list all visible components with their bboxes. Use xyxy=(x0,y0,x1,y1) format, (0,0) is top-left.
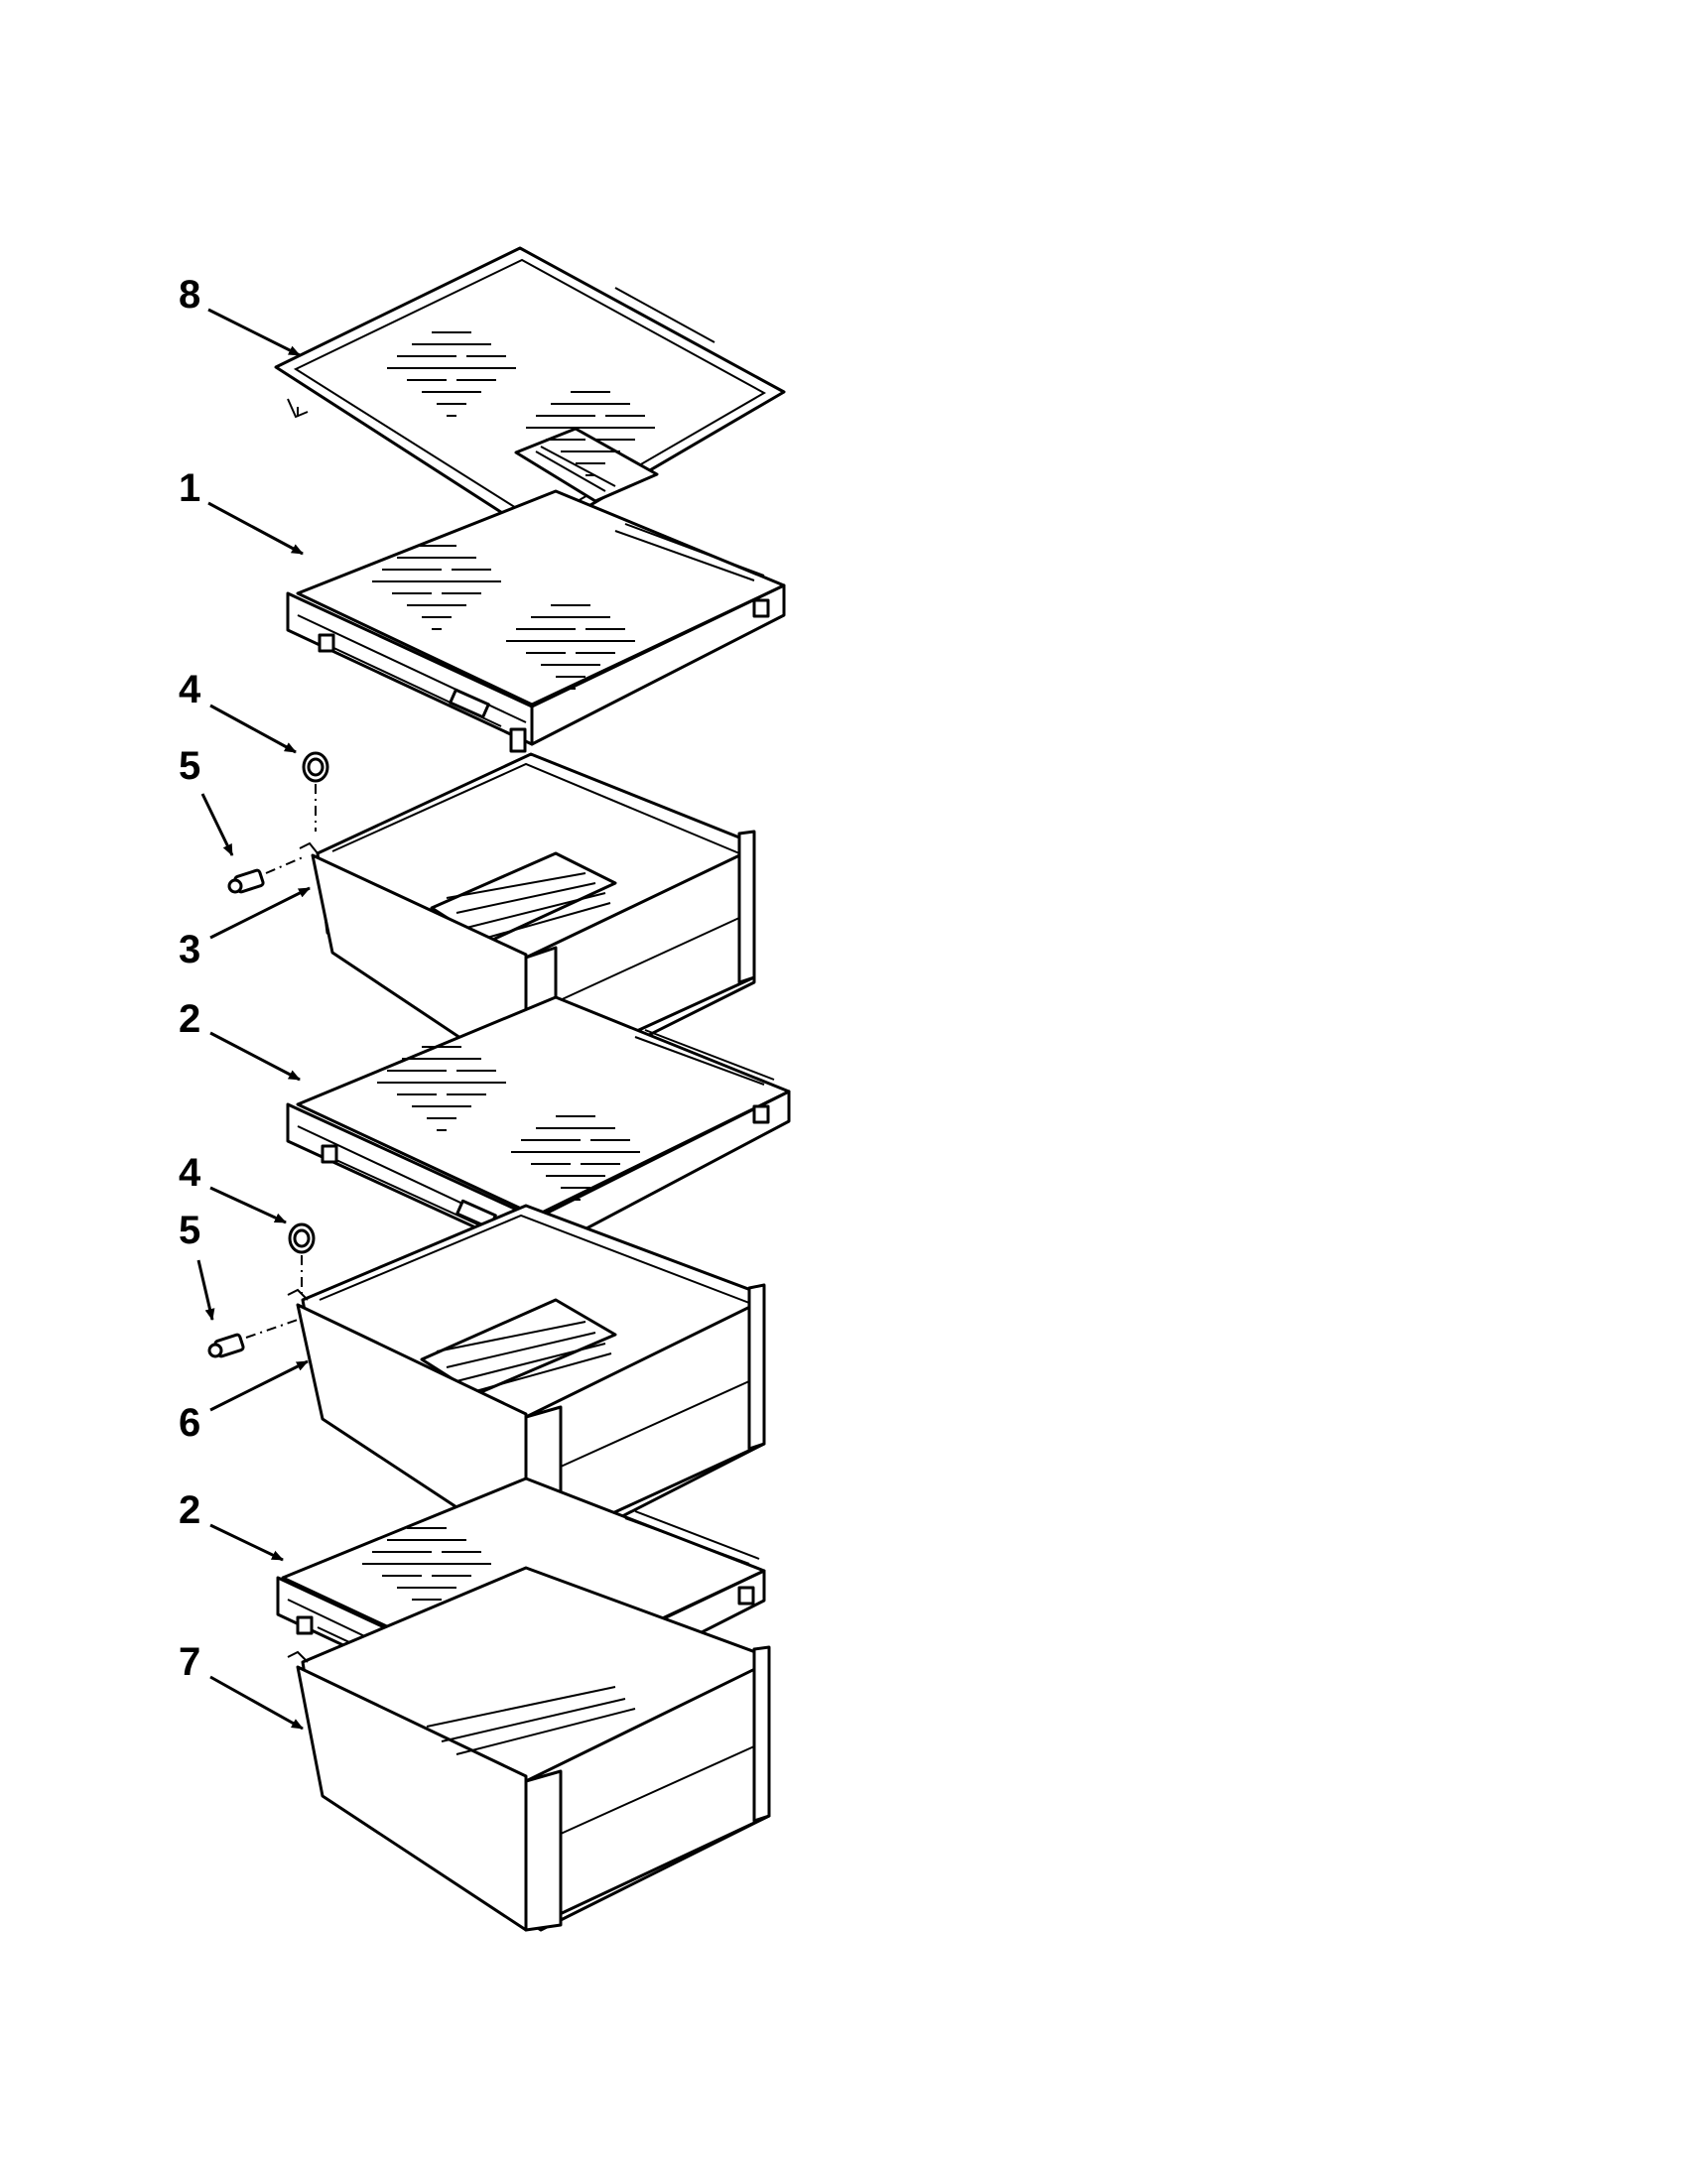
arrow-4-lower xyxy=(209,1186,287,1224)
roller-upper-part xyxy=(302,751,329,832)
callout-4: 4 xyxy=(179,1151,201,1195)
arrow-6 xyxy=(209,1359,309,1412)
axle-pin-upper-part xyxy=(227,856,304,894)
callout-5: 5 xyxy=(179,744,200,788)
arrow-5-upper xyxy=(200,793,234,856)
callout-6: 6 xyxy=(179,1401,200,1445)
leader-arrows xyxy=(196,308,311,1731)
crisper-drawer-bottom-part xyxy=(287,1566,771,1932)
arrow-2-bottom xyxy=(209,1523,284,1562)
crisper-cover-part xyxy=(286,489,786,753)
axle-pin-lower-part xyxy=(207,1319,299,1358)
arrow-1 xyxy=(207,501,304,556)
callout-5: 5 xyxy=(179,1209,200,1252)
callout-3: 3 xyxy=(179,928,200,971)
roller-lower-part xyxy=(288,1222,316,1295)
callout-1: 1 xyxy=(179,466,200,510)
callout-8: 8 xyxy=(179,273,200,317)
arrow-2-middle xyxy=(209,1031,301,1082)
shelf-frame-part xyxy=(274,246,786,538)
callout-group: 8 1 4 5 3 2 4 5 6 2 7 xyxy=(179,273,201,1684)
callout-7: 7 xyxy=(179,1640,200,1684)
crisper-cover-middle-part xyxy=(286,995,791,1264)
arrow-4-upper xyxy=(209,704,297,754)
arrow-3 xyxy=(209,886,311,940)
crisper-drawer-middle-part xyxy=(287,1204,766,1560)
arrow-7 xyxy=(209,1675,304,1731)
arrow-5-lower xyxy=(196,1259,215,1321)
callout-4: 4 xyxy=(179,668,201,711)
callout-2: 2 xyxy=(179,997,200,1041)
callout-2: 2 xyxy=(179,1488,200,1532)
arrow-8 xyxy=(207,308,301,357)
